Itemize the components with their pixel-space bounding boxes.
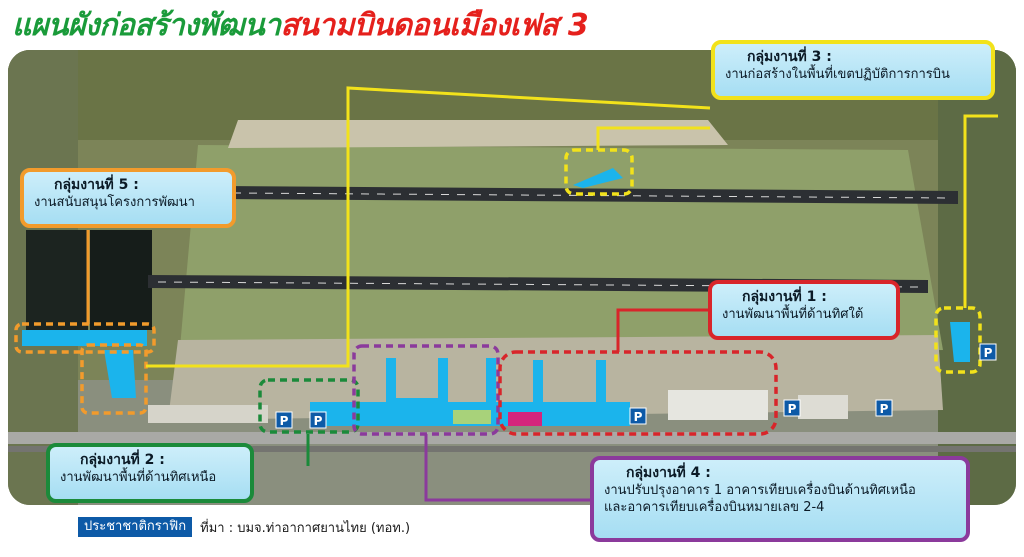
- north-blue-area: [573, 168, 623, 188]
- callout-group-4-text-line-2: และอาคารเทียบเครื่องบินหมายเลข 2-4: [604, 500, 825, 515]
- group4-leader: [424, 434, 590, 502]
- green-plot: [453, 410, 491, 424]
- east-blue-block: [950, 322, 970, 362]
- parking-label: P: [984, 346, 993, 360]
- parking-label: P: [788, 402, 797, 416]
- parking-icon: [875, 399, 893, 417]
- parking-icon: [275, 411, 293, 429]
- parking-label: P: [880, 402, 889, 416]
- callout-group-1-heading: กลุ่มงานที่ 1 :: [742, 289, 827, 305]
- source-credit: ที่มา : บมจ.ท่าอากาศยานไทย (ทอท.): [200, 520, 411, 536]
- callout-group-5-heading: กลุ่มงานที่ 5 :: [54, 177, 139, 193]
- group2-outline: [258, 378, 360, 434]
- callout-group-3: กลุ่มงานที่ 3 : งานก่อสร้างในพื้นที่เขตป…: [711, 40, 995, 100]
- title-part-2: สนามบินดอนเมืองเฟส 3: [280, 8, 589, 43]
- callout-group-5: กลุ่มงานที่ 5 : งานสนับสนุนโครงการพัฒนา: [20, 168, 236, 228]
- aerial-map: P P P P P P: [8, 50, 1016, 505]
- railway: [8, 446, 1016, 452]
- callout-group-3-text: งานก่อสร้างในพื้นที่เขตปฏิบัติการการบิน: [725, 67, 950, 82]
- pier-5: [596, 360, 606, 408]
- hangar-east: [798, 395, 848, 419]
- infographic-title: แผนผังก่อสร้างพัฒนาสนามบินดอนเมืองเฟส 3: [12, 2, 589, 43]
- west-blue-strip: [22, 330, 147, 346]
- pier-3: [486, 358, 496, 408]
- hangar: [668, 390, 768, 420]
- parking-icon: [979, 343, 997, 361]
- callout-group-1-text: งานพัฒนาพื้นที่ด้านทิศใต้: [722, 307, 864, 322]
- pier-2: [438, 358, 448, 408]
- west-field-2: [90, 230, 152, 330]
- group3-leader: [146, 86, 711, 368]
- parking-label: P: [634, 410, 643, 424]
- magenta-plot: [508, 412, 542, 426]
- callout-group-2-text: งานพัฒนาพื้นที่ด้านทิศเหนือ: [60, 470, 217, 485]
- group1-leader: [616, 308, 708, 352]
- east-vegetation: [938, 50, 1016, 505]
- callout-group-4-text-line-1: งานปรับปรุงอาคาร 1 อาคารเทียบเครื่องบินด…: [604, 483, 916, 498]
- footer-credit: ประชาชาติกราฟิก ที่มา : บมจ.ท่าอากาศยานไ…: [78, 516, 410, 538]
- group3-outline-east: [934, 306, 982, 374]
- group5-outline: [14, 322, 156, 354]
- north-apron: [228, 120, 728, 148]
- west-blue-block: [104, 350, 136, 398]
- group1-outline: [498, 350, 778, 436]
- title-part-1: แผนผังก่อสร้างพัฒนา: [12, 8, 281, 43]
- parking-icon: [309, 411, 327, 429]
- parking-label: P: [280, 414, 289, 428]
- terminal-west-building: [148, 405, 268, 423]
- callout-group-3-heading: กลุ่มงานที่ 3 :: [747, 49, 832, 65]
- group5-outline-block: [80, 343, 148, 415]
- parking-icon: [629, 407, 647, 425]
- callout-group-4: กลุ่มงานที่ 4 : งานปรับปรุงอาคาร 1 อาคาร…: [590, 456, 970, 542]
- group3-leader-north: [596, 126, 710, 150]
- pier-4: [533, 360, 543, 408]
- callout-group-1: กลุ่มงานที่ 1 : งานพัฒนาพื้นที่ด้านทิศใต…: [708, 280, 900, 340]
- parking-label: P: [314, 414, 323, 428]
- callout-group-2-heading: กลุ่มงานที่ 2 :: [80, 452, 165, 468]
- parking-badges: P P P P P P: [275, 343, 997, 429]
- pier-1: [386, 358, 396, 408]
- aerial-map-drawing: P P P P P P: [8, 50, 1016, 505]
- callout-group-2: กลุ่มงานที่ 2 : งานพัฒนาพื้นที่ด้านทิศเห…: [46, 443, 254, 503]
- parking-icon: [783, 399, 801, 417]
- callout-group-5-text: งานสนับสนุนโครงการพัฒนา: [34, 195, 195, 210]
- west-field-1: [26, 230, 88, 330]
- graphic-credit-badge: ประชาชาติกราฟิก: [78, 517, 193, 537]
- callout-group-4-heading: กลุ่มงานที่ 4 :: [626, 465, 711, 481]
- group3-leader-east: [963, 114, 998, 308]
